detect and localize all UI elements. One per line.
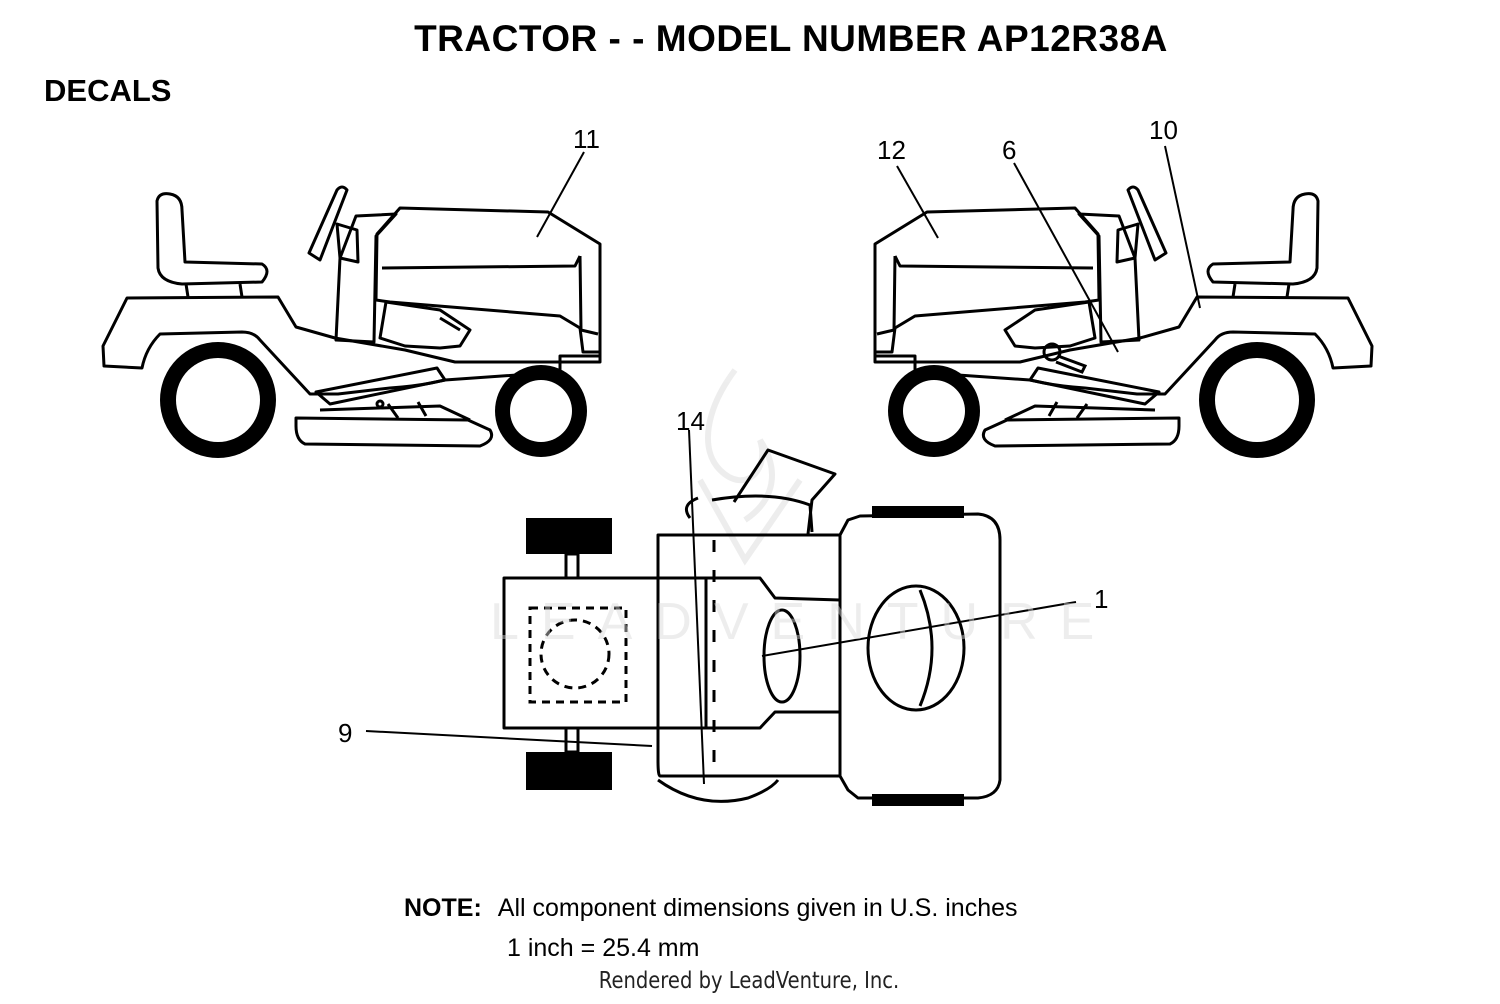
top-fuel-tank-dashed — [528, 606, 628, 704]
section-heading: DECALS — [44, 73, 172, 108]
page-title: TRACTOR - - MODEL NUMBER AP12R38A — [414, 18, 1168, 59]
tractor-top-view — [502, 448, 1002, 803]
left-seat — [155, 192, 269, 286]
top-front-wheel-lower — [872, 794, 964, 806]
unit-conversion: 1 inch = 25.4 mm — [507, 934, 700, 962]
callout-14: 14 — [676, 406, 705, 436]
leader-11 — [536, 151, 585, 238]
left-deck — [294, 416, 494, 448]
left-dash — [334, 212, 398, 344]
top-front-wheel-upper — [872, 506, 964, 518]
top-rear-wheel-lower — [526, 752, 612, 790]
tractor-right-side-view — [873, 185, 1374, 458]
top-wheels — [526, 506, 964, 806]
callout-12: 12 — [877, 135, 906, 165]
note-label: NOTE: — [404, 894, 482, 922]
callout-1: 1 — [1094, 584, 1109, 614]
callout-11: 11 — [573, 124, 600, 154]
top-steering-wheel — [732, 448, 837, 535]
top-grille-oval — [866, 584, 966, 712]
dimension-note: NOTE: All component dimensions given in U… — [404, 894, 1018, 923]
tractor-left-side-view — [101, 185, 602, 448]
top-fender-arc — [657, 778, 780, 803]
callout-10: 10 — [1149, 115, 1178, 145]
watermark-logo — [697, 368, 803, 566]
top-leaders — [365, 429, 1077, 785]
top-rear-wheel-upper — [526, 518, 612, 554]
left-steering-column — [307, 185, 349, 262]
left-pedal — [314, 366, 447, 406]
left-hood — [374, 206, 602, 354]
note-text: All component dimensions given in U.S. i… — [497, 894, 1018, 922]
right-gear-lever — [1042, 342, 1088, 374]
callout-9: 9 — [338, 718, 353, 748]
render-credit: Rendered by LeadVenture, Inc. — [598, 968, 900, 994]
callout-6: 6 — [1002, 135, 1017, 165]
right-leaders — [896, 145, 1201, 353]
left-wheels — [160, 342, 587, 458]
watermark-text: LEADVENTURE — [490, 593, 1117, 651]
top-body — [656, 512, 1002, 800]
